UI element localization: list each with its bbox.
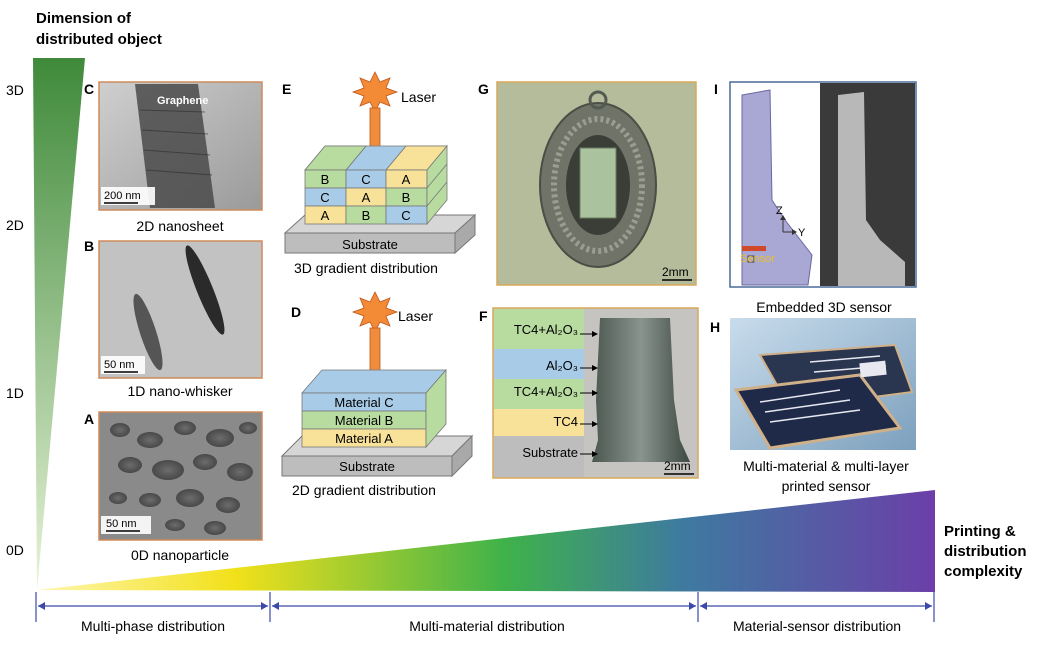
panel-f-letter: F <box>479 308 488 324</box>
panel-f: F TC4+Al₂O₃ Al₂O₃ TC4+Al₂O₃ TC4 Substrat… <box>479 307 699 479</box>
panel-e-laser-burst <box>351 71 399 113</box>
panel-a-scale: 50 nm <box>106 518 137 530</box>
panel-g-letter: G <box>478 81 489 97</box>
panel-i: I Sensor Z Y Embedded 3D sensor <box>714 81 917 315</box>
panel-i-caption: Embedded 3D sensor <box>756 299 892 315</box>
panel-e-cell-r3c2: B <box>362 208 371 223</box>
panel-d-layer-b: Material B <box>335 413 394 428</box>
panel-c-scale: 200 nm <box>104 190 141 202</box>
panel-e-cell-r1c1: B <box>321 172 330 187</box>
panel-c-graphene-label: Graphene <box>157 95 208 107</box>
panel-f-scale: 2mm <box>664 459 691 473</box>
panel-d: D Laser Substrate Material C Material B … <box>280 291 474 498</box>
panel-h-letter: H <box>710 319 720 335</box>
panel-b: B 50 nm 1D nano-whisker <box>84 238 263 399</box>
panel-h-caption-line1: Multi-material & multi-layer <box>743 458 909 474</box>
panel-e-caption: 3D gradient distribution <box>294 260 438 276</box>
panel-b-letter: B <box>84 238 94 254</box>
panel-i-letter: I <box>714 81 718 97</box>
panel-i-axis-z: Z <box>776 205 783 217</box>
range-multi-phase: Multi-phase distribution <box>81 618 225 634</box>
panel-i-cad-model <box>741 89 813 286</box>
complexity-gradient-wedge <box>37 490 935 592</box>
y-axis-title-line2: distributed object <box>36 31 162 48</box>
panel-a-particles <box>109 421 257 535</box>
panel-f-layer-1: TC4+Al₂O₃ <box>514 322 578 337</box>
y-tick-3d: 3D <box>6 82 24 98</box>
panel-i-printed-part <box>838 92 905 286</box>
panel-g-gem <box>579 147 617 219</box>
y-axis-title-line1: Dimension of <box>36 10 132 27</box>
x-axis-title-line1: Printing & <box>944 523 1016 540</box>
panel-e-cell-r3c1: A <box>321 208 330 223</box>
panel-e-cell-r2c1: C <box>320 190 329 205</box>
y-tick-1d: 1D <box>6 385 24 401</box>
panel-a: A 50 nm 0D nanoparticle <box>84 411 263 563</box>
panel-h-caption-line2: printed sensor <box>782 478 871 494</box>
panel-g: G 2mm <box>478 81 697 286</box>
panel-f-layer-4: TC4 <box>553 414 578 429</box>
panel-d-layer-c: Material C <box>334 395 393 410</box>
range-multi-material: Multi-material distribution <box>409 618 565 634</box>
panel-c-sheet <box>135 84 215 208</box>
panel-d-caption: 2D gradient distribution <box>292 482 436 498</box>
x-axis-title-line3: complexity <box>944 563 1023 580</box>
panel-b-whisker-2 <box>133 293 163 371</box>
panel-b-whisker-1 <box>185 245 225 335</box>
panel-e-cell-r1c3: A <box>402 172 411 187</box>
panel-d-laser-burst <box>351 291 399 333</box>
panel-f-layer-2: Al₂O₃ <box>546 358 578 373</box>
y-tick-2d: 2D <box>6 217 24 233</box>
panel-e-cell-r2c3: B <box>402 190 411 205</box>
y-tick-0d: 0D <box>6 542 24 558</box>
panel-d-letter: D <box>291 304 301 320</box>
panel-e-laser-label: Laser <box>401 89 436 105</box>
panel-i-sensor-label: Sensor <box>740 253 775 265</box>
panel-h-sensor-front <box>733 373 903 450</box>
panel-a-letter: A <box>84 411 94 427</box>
panel-e-cell-r3c3: C <box>401 208 410 223</box>
x-axis-title-line2: distribution <box>944 543 1027 560</box>
panel-c-letter: C <box>84 81 94 97</box>
panel-e-substrate-label: Substrate <box>342 237 398 252</box>
panel-g-scale: 2mm <box>662 265 689 279</box>
panel-b-scale: 50 nm <box>104 359 135 371</box>
panel-i-axis-y: Y <box>798 227 806 239</box>
panel-h: H Multi-material & multi-layer printed s… <box>710 318 916 494</box>
panel-d-substrate-label: Substrate <box>339 459 395 474</box>
range-material-sensor: Material-sensor distribution <box>733 618 901 634</box>
panel-b-image <box>98 240 263 379</box>
panel-d-layer-a: Material A <box>335 431 393 446</box>
panel-e-cell-r2c2: A <box>362 190 371 205</box>
panel-e: E Laser Substrate <box>282 71 477 276</box>
panel-e-cell-r1c2: C <box>361 172 370 187</box>
range-brackets <box>35 592 935 622</box>
panel-b-caption: 1D nano-whisker <box>127 383 232 399</box>
panel-a-caption: 0D nanoparticle <box>131 547 229 563</box>
dimension-gradient-wedge <box>33 58 85 590</box>
panel-c: C Graphene 200 nm 2D nanosheet <box>84 81 263 234</box>
panel-c-caption: 2D nanosheet <box>136 218 223 234</box>
panel-f-sample <box>592 318 690 462</box>
panel-f-layer-3: TC4+Al₂O₃ <box>514 384 578 399</box>
panel-d-laser-label: Laser <box>398 308 433 324</box>
panel-e-letter: E <box>282 81 291 97</box>
panel-f-layer-5: Substrate <box>522 445 578 460</box>
